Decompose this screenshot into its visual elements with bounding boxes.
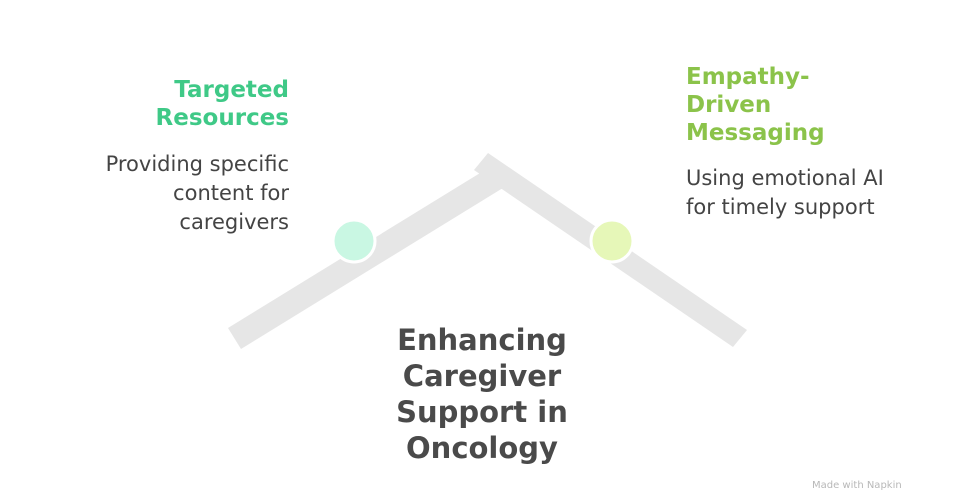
left-heading: Targeted Resources bbox=[155, 77, 289, 131]
right-description: Using emotional AI for timely support bbox=[686, 166, 884, 219]
right-heading: Empathy-Driven Messaging bbox=[686, 64, 825, 146]
left-node bbox=[331, 218, 377, 264]
right-node bbox=[589, 218, 635, 264]
left-description: Providing specific content for caregiver… bbox=[105, 152, 289, 234]
watermark: Made with Napkin bbox=[812, 480, 902, 491]
center-title: Enhancing Caregiver Support in Oncology bbox=[396, 323, 568, 465]
